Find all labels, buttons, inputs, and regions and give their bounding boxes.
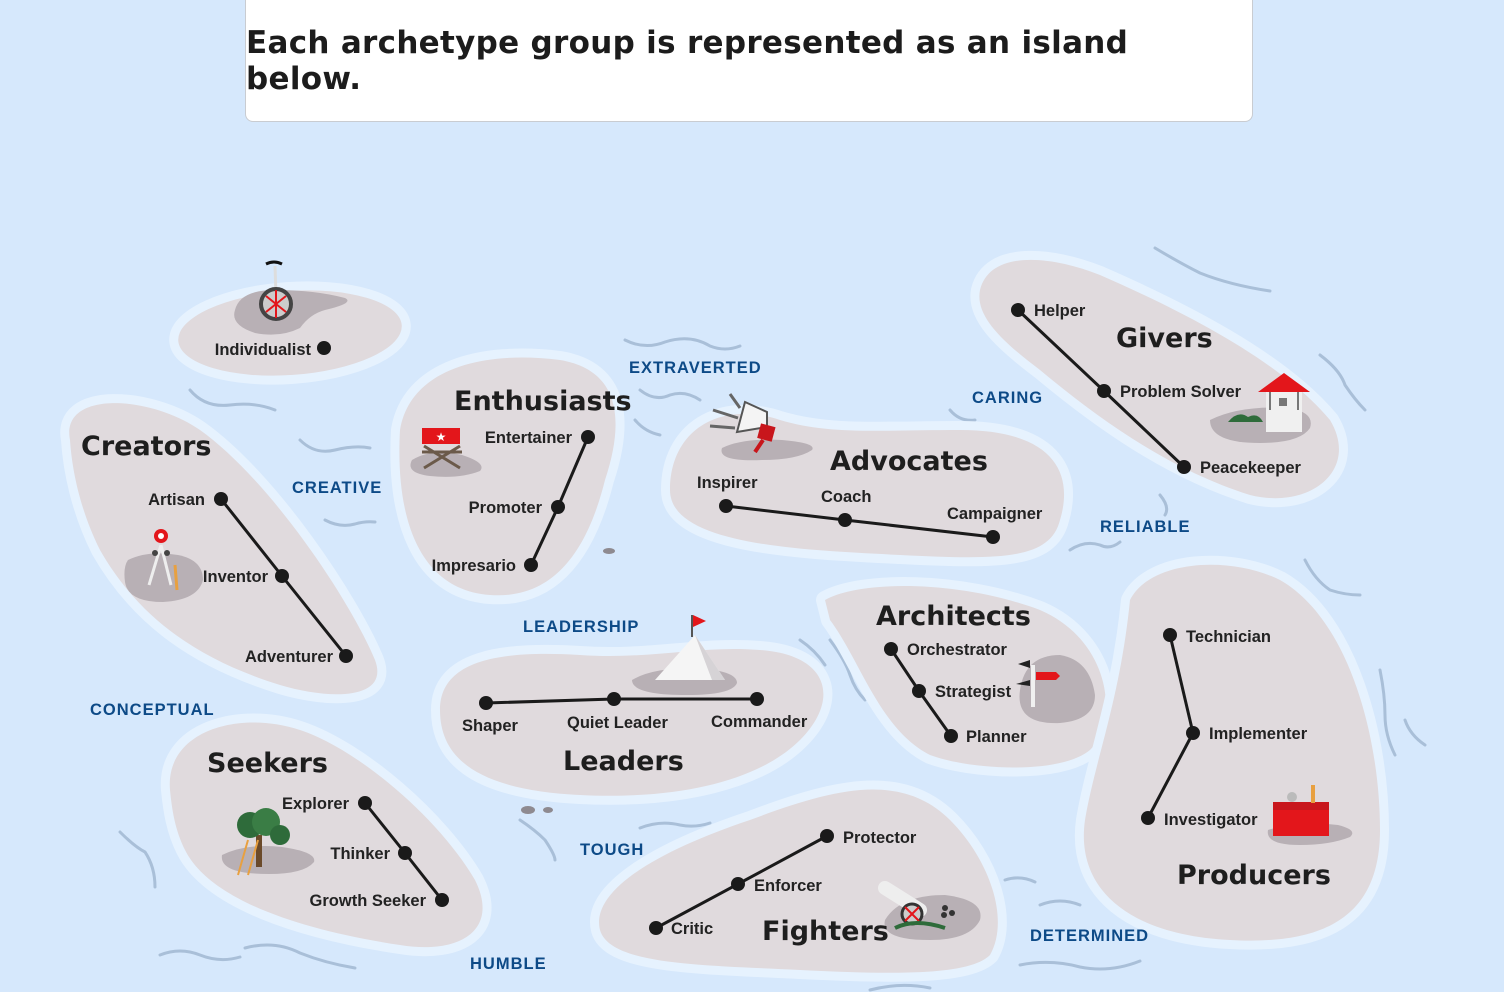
archetype-problem-solver: Problem Solver bbox=[1120, 383, 1242, 401]
archetype-shaper: Shaper bbox=[462, 717, 519, 735]
directors-chair-icon: ★ bbox=[422, 428, 462, 470]
island-individualist: Individualist bbox=[169, 260, 411, 385]
trait-labels: EXTRAVERTED CARING CREATIVE RELIABLE LEA… bbox=[90, 359, 1191, 973]
archetype-growth-seeker: Growth Seeker bbox=[310, 892, 427, 910]
island-title-givers: Givers bbox=[1116, 323, 1213, 354]
intro-text: Each archetype group is represented as a… bbox=[246, 25, 1129, 97]
water-waves bbox=[118, 246, 1427, 992]
island-advocates: Advocates Inspirer Coach Campaigner bbox=[661, 393, 1073, 567]
archetype-promoter: Promoter bbox=[469, 499, 543, 517]
archetype-inspirer: Inspirer bbox=[697, 474, 758, 492]
archetype-orchestrator: Orchestrator bbox=[907, 641, 1008, 659]
trait-conceptual: CONCEPTUAL bbox=[90, 701, 215, 719]
rock bbox=[603, 548, 615, 554]
archetype-helper: Helper bbox=[1034, 302, 1086, 320]
archetype-campaigner: Campaigner bbox=[947, 505, 1043, 523]
tree-ladder-icon bbox=[237, 808, 290, 876]
toolbox-icon bbox=[1273, 785, 1329, 836]
trait-creative: CREATIVE bbox=[292, 479, 382, 497]
archetype-implementer: Implementer bbox=[1209, 725, 1308, 743]
archetype-planner: Planner bbox=[966, 728, 1027, 746]
archetype-enforcer: Enforcer bbox=[754, 877, 822, 895]
archetype-artisan: Artisan bbox=[148, 491, 205, 509]
island-title-seekers: Seekers bbox=[207, 748, 328, 779]
island-title-advocates: Advocates bbox=[830, 446, 988, 477]
unicycle-icon bbox=[259, 260, 293, 321]
archetype-technician: Technician bbox=[1186, 628, 1271, 646]
archetype-coach: Coach bbox=[821, 488, 871, 506]
island-enthusiasts: ★ Enthusiasts Entertainer Promoter Impre… bbox=[390, 348, 632, 605]
archetype-adventurer: Adventurer bbox=[245, 648, 334, 666]
island-producers: Producers Technician Implementer Investi… bbox=[1074, 555, 1389, 950]
svg-text:★: ★ bbox=[436, 430, 447, 444]
island-seekers: Seekers Explorer Thinker Growth Seeker bbox=[160, 713, 492, 957]
archetype-peacekeeper: Peacekeeper bbox=[1200, 459, 1301, 477]
island-leaders: Leaders Shaper Quiet Leader Commander bbox=[431, 615, 833, 805]
signpost-icon bbox=[1016, 660, 1060, 707]
archetype-commander: Commander bbox=[711, 713, 808, 731]
island-title-fighters: Fighters bbox=[762, 916, 889, 947]
island-fighters: Fighters Protector Enforcer Critic bbox=[590, 780, 1007, 982]
wishing-well-icon bbox=[1228, 373, 1310, 432]
archetype-individualist: Individualist bbox=[215, 341, 312, 359]
archetype-quiet-leader: Quiet Leader bbox=[567, 714, 668, 732]
megaphone-icon bbox=[709, 393, 776, 454]
rock bbox=[521, 806, 535, 814]
trait-reliable: RELIABLE bbox=[1100, 518, 1191, 536]
island-title-enthusiasts: Enthusiasts bbox=[454, 386, 632, 417]
archetype-protector: Protector bbox=[843, 829, 917, 847]
trait-caring: CARING bbox=[972, 389, 1043, 407]
compass-icon bbox=[147, 529, 179, 591]
trait-humble: HUMBLE bbox=[470, 955, 547, 973]
intro-banner: Each archetype group is represented as a… bbox=[245, 0, 1253, 122]
island-title-creators: Creators bbox=[81, 431, 212, 462]
rock bbox=[543, 807, 553, 813]
archetype-investigator: Investigator bbox=[1164, 811, 1258, 829]
trait-leadership: LEADERSHIP bbox=[523, 618, 639, 636]
island-givers: Givers Helper Problem Solver Peacekeeper bbox=[970, 250, 1348, 508]
archetype-inventor: Inventor bbox=[203, 568, 269, 586]
archetype-impresario: Impresario bbox=[432, 557, 516, 575]
archetype-explorer: Explorer bbox=[282, 795, 350, 813]
archetype-entertainer: Entertainer bbox=[485, 429, 573, 447]
trait-tough: TOUGH bbox=[580, 841, 644, 859]
archetype-strategist: Strategist bbox=[935, 683, 1012, 701]
archetype-thinker: Thinker bbox=[330, 845, 390, 863]
cannon-icon bbox=[878, 881, 955, 930]
trait-determined: DETERMINED bbox=[1030, 927, 1149, 945]
trait-extraverted: EXTRAVERTED bbox=[629, 359, 762, 377]
mountain-flag-icon bbox=[655, 615, 725, 680]
island-title-architects: Architects bbox=[876, 601, 1031, 632]
archetype-critic: Critic bbox=[671, 920, 713, 938]
island-architects: Architects Orchestrator Strategist Plann… bbox=[816, 577, 1115, 777]
island-title-producers: Producers bbox=[1177, 860, 1331, 891]
island-title-leaders: Leaders bbox=[563, 746, 684, 777]
island-creators: Creators Artisan Inventor Adventurer bbox=[60, 394, 387, 704]
